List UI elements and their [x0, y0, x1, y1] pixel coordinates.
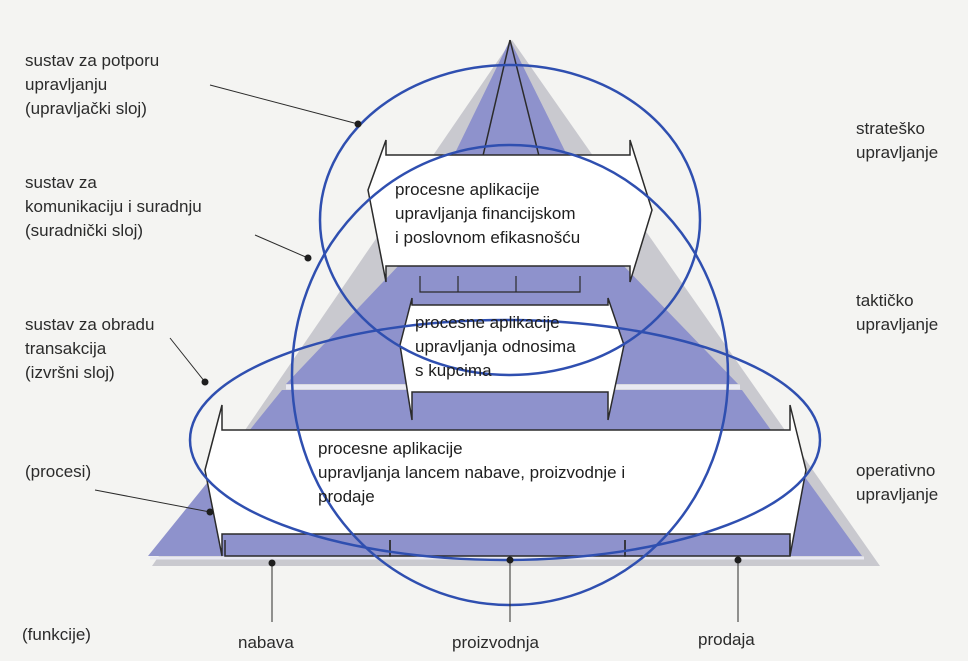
label-sales: prodaja	[698, 630, 755, 649]
label-tactical: taktičko upravljanje	[856, 291, 938, 334]
label-communication: sustav za komunikaciju i suradnju (surad…	[25, 173, 206, 240]
leader-dot	[506, 556, 514, 564]
label-procurement: nabava	[238, 633, 294, 652]
arrow-financial	[367, 139, 653, 283]
text-customer: procesne aplikacije upravljanja odnosima…	[415, 313, 580, 380]
leader-lines	[94, 84, 739, 622]
leader-dot	[304, 254, 312, 262]
leader-dot	[354, 120, 362, 128]
label-operational: operativno upravljanje	[856, 461, 940, 504]
leader-dot	[734, 556, 742, 564]
leader-dot	[206, 508, 214, 516]
label-processes: (procesi)	[25, 462, 91, 481]
label-strategic: strateško upravljanje	[856, 119, 938, 162]
leader-dot	[268, 559, 276, 567]
arrow-supply-chain	[204, 404, 807, 557]
execution-layer-ellipse	[188, 318, 822, 562]
label-functions: (funkcije)	[22, 625, 91, 644]
text-supply-chain: procesne aplikacije upravljanja lancem n…	[318, 439, 630, 506]
label-management-support: sustav za potporu upravljanju (upravljač…	[25, 51, 164, 118]
leader-dot	[201, 378, 209, 386]
text-financial: procesne aplikacije upravljanja financij…	[395, 180, 580, 247]
label-transactions: sustav za obradu transakcija (izvršni sl…	[25, 315, 159, 382]
management-layer-circle	[318, 63, 702, 377]
label-production: proizvodnja	[452, 633, 539, 652]
